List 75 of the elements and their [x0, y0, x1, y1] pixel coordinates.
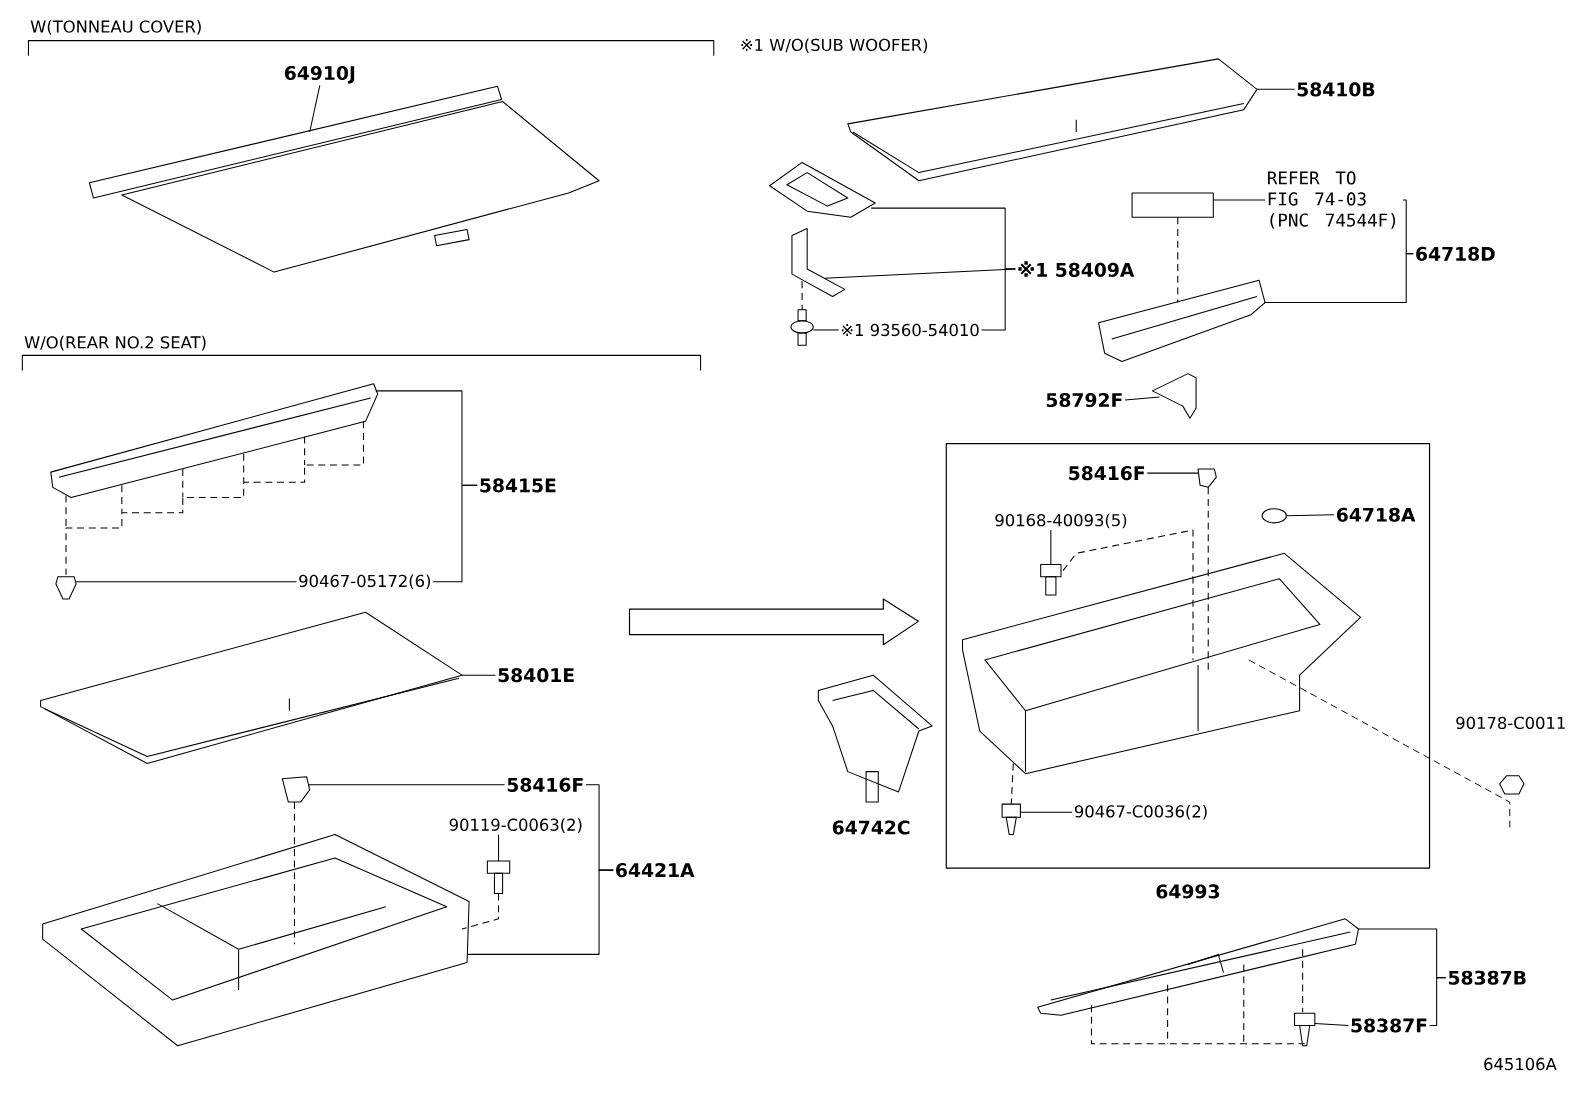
bolt-drawing	[1040, 564, 1062, 596]
ring	[1261, 508, 1287, 524]
deck-board-drawing	[847, 58, 1258, 182]
leader-line	[498, 834, 500, 862]
leader-line	[1263, 253, 1414, 304]
dashed-guide-line	[293, 801, 295, 945]
part-number: 58415E	[480, 478, 556, 493]
part-number: 64718A	[1337, 507, 1416, 523]
leader-line	[1314, 1023, 1349, 1027]
leader-line	[1050, 529, 1052, 566]
part-number: 64421A	[616, 863, 695, 878]
part-number: ※1 58409A	[1018, 261, 1135, 278]
leader-line	[461, 674, 496, 676]
reference-note: REFER TO FIG 74-03 (PNC 74544F)	[1268, 171, 1396, 229]
dashed-guide-line	[1207, 487, 1209, 671]
part-number: 64742C	[832, 820, 910, 835]
part-number: 58416F	[507, 777, 583, 793]
screw-drawing	[790, 309, 814, 346]
section-heading: W(TONNEAU COVER)	[30, 20, 201, 35]
leader-line	[432, 485, 478, 583]
leader-line	[585, 784, 614, 871]
part-number: 64993	[1156, 884, 1219, 899]
leader-line	[812, 329, 840, 331]
scuff-plate-drawing	[1037, 918, 1359, 1017]
leader-line	[308, 784, 506, 786]
luggage-tray-drawing	[962, 553, 1362, 775]
leader-line	[1212, 199, 1266, 201]
part-number: ※1 93560-54010	[841, 324, 979, 337]
dashed-guide-line	[461, 893, 500, 930]
plug-drawing	[281, 776, 311, 803]
section-heading: W/O(REAR NO.2 SEAT)	[24, 336, 206, 351]
dashed-guide-line	[1010, 763, 1014, 805]
part-number: 58387F	[1351, 1018, 1427, 1033]
trim-cover-drawing	[50, 383, 379, 499]
tonneau-cover-drawing	[88, 86, 600, 273]
clip-drawing	[55, 576, 77, 600]
part-number: 90119-C0063(2)	[449, 818, 582, 834]
part-number: 58416F	[1069, 466, 1145, 481]
leader-line	[1019, 811, 1073, 813]
part-number: 90168-40093(5)	[995, 513, 1127, 529]
leader-line	[1429, 977, 1447, 1027]
part-number: 58410B	[1297, 82, 1375, 97]
section-heading: ※1 W/O(SUB WOOFER)	[741, 38, 928, 54]
part-number: 90178-C0011	[1456, 716, 1565, 730]
bracket-drawing	[791, 228, 846, 298]
cover-piece-drawing	[1151, 373, 1197, 420]
part-number: 64910J	[284, 66, 355, 84]
leader-line	[75, 581, 297, 583]
part-number: 58792F	[1046, 393, 1122, 408]
plug-drawing	[1197, 468, 1217, 489]
trim-panel-drawing	[1098, 279, 1266, 363]
dashed-guide-line	[65, 421, 364, 576]
block-arrow	[628, 598, 919, 646]
storage-tray-drawing	[42, 834, 470, 1047]
part-number: 90467-05172(6)	[299, 574, 431, 590]
leader-line	[1124, 396, 1160, 401]
leader-line	[1256, 89, 1296, 91]
part-number: 90467-C0036(2)	[1074, 805, 1207, 820]
bolt-drawing	[486, 860, 511, 895]
part-number: 58401E	[498, 668, 574, 683]
dashed-guide-line	[1090, 949, 1306, 1045]
deck-board-drawing	[40, 611, 463, 765]
dashed-guide-line	[1177, 216, 1179, 304]
figure-number: 645106A	[1484, 1058, 1557, 1071]
dashed-guide-line	[1062, 529, 1194, 661]
part-number: 58387B	[1448, 970, 1526, 986]
leader-line	[1285, 514, 1335, 517]
label-sticker	[1131, 192, 1214, 218]
leader-line	[1146, 472, 1199, 474]
speaker-frame-drawing	[769, 162, 876, 218]
clip-drawing	[1001, 803, 1021, 836]
leader-line	[309, 84, 321, 133]
clip-drawing	[1294, 1012, 1316, 1047]
leader-line	[981, 268, 1016, 331]
part-number: 64718D	[1416, 246, 1495, 262]
